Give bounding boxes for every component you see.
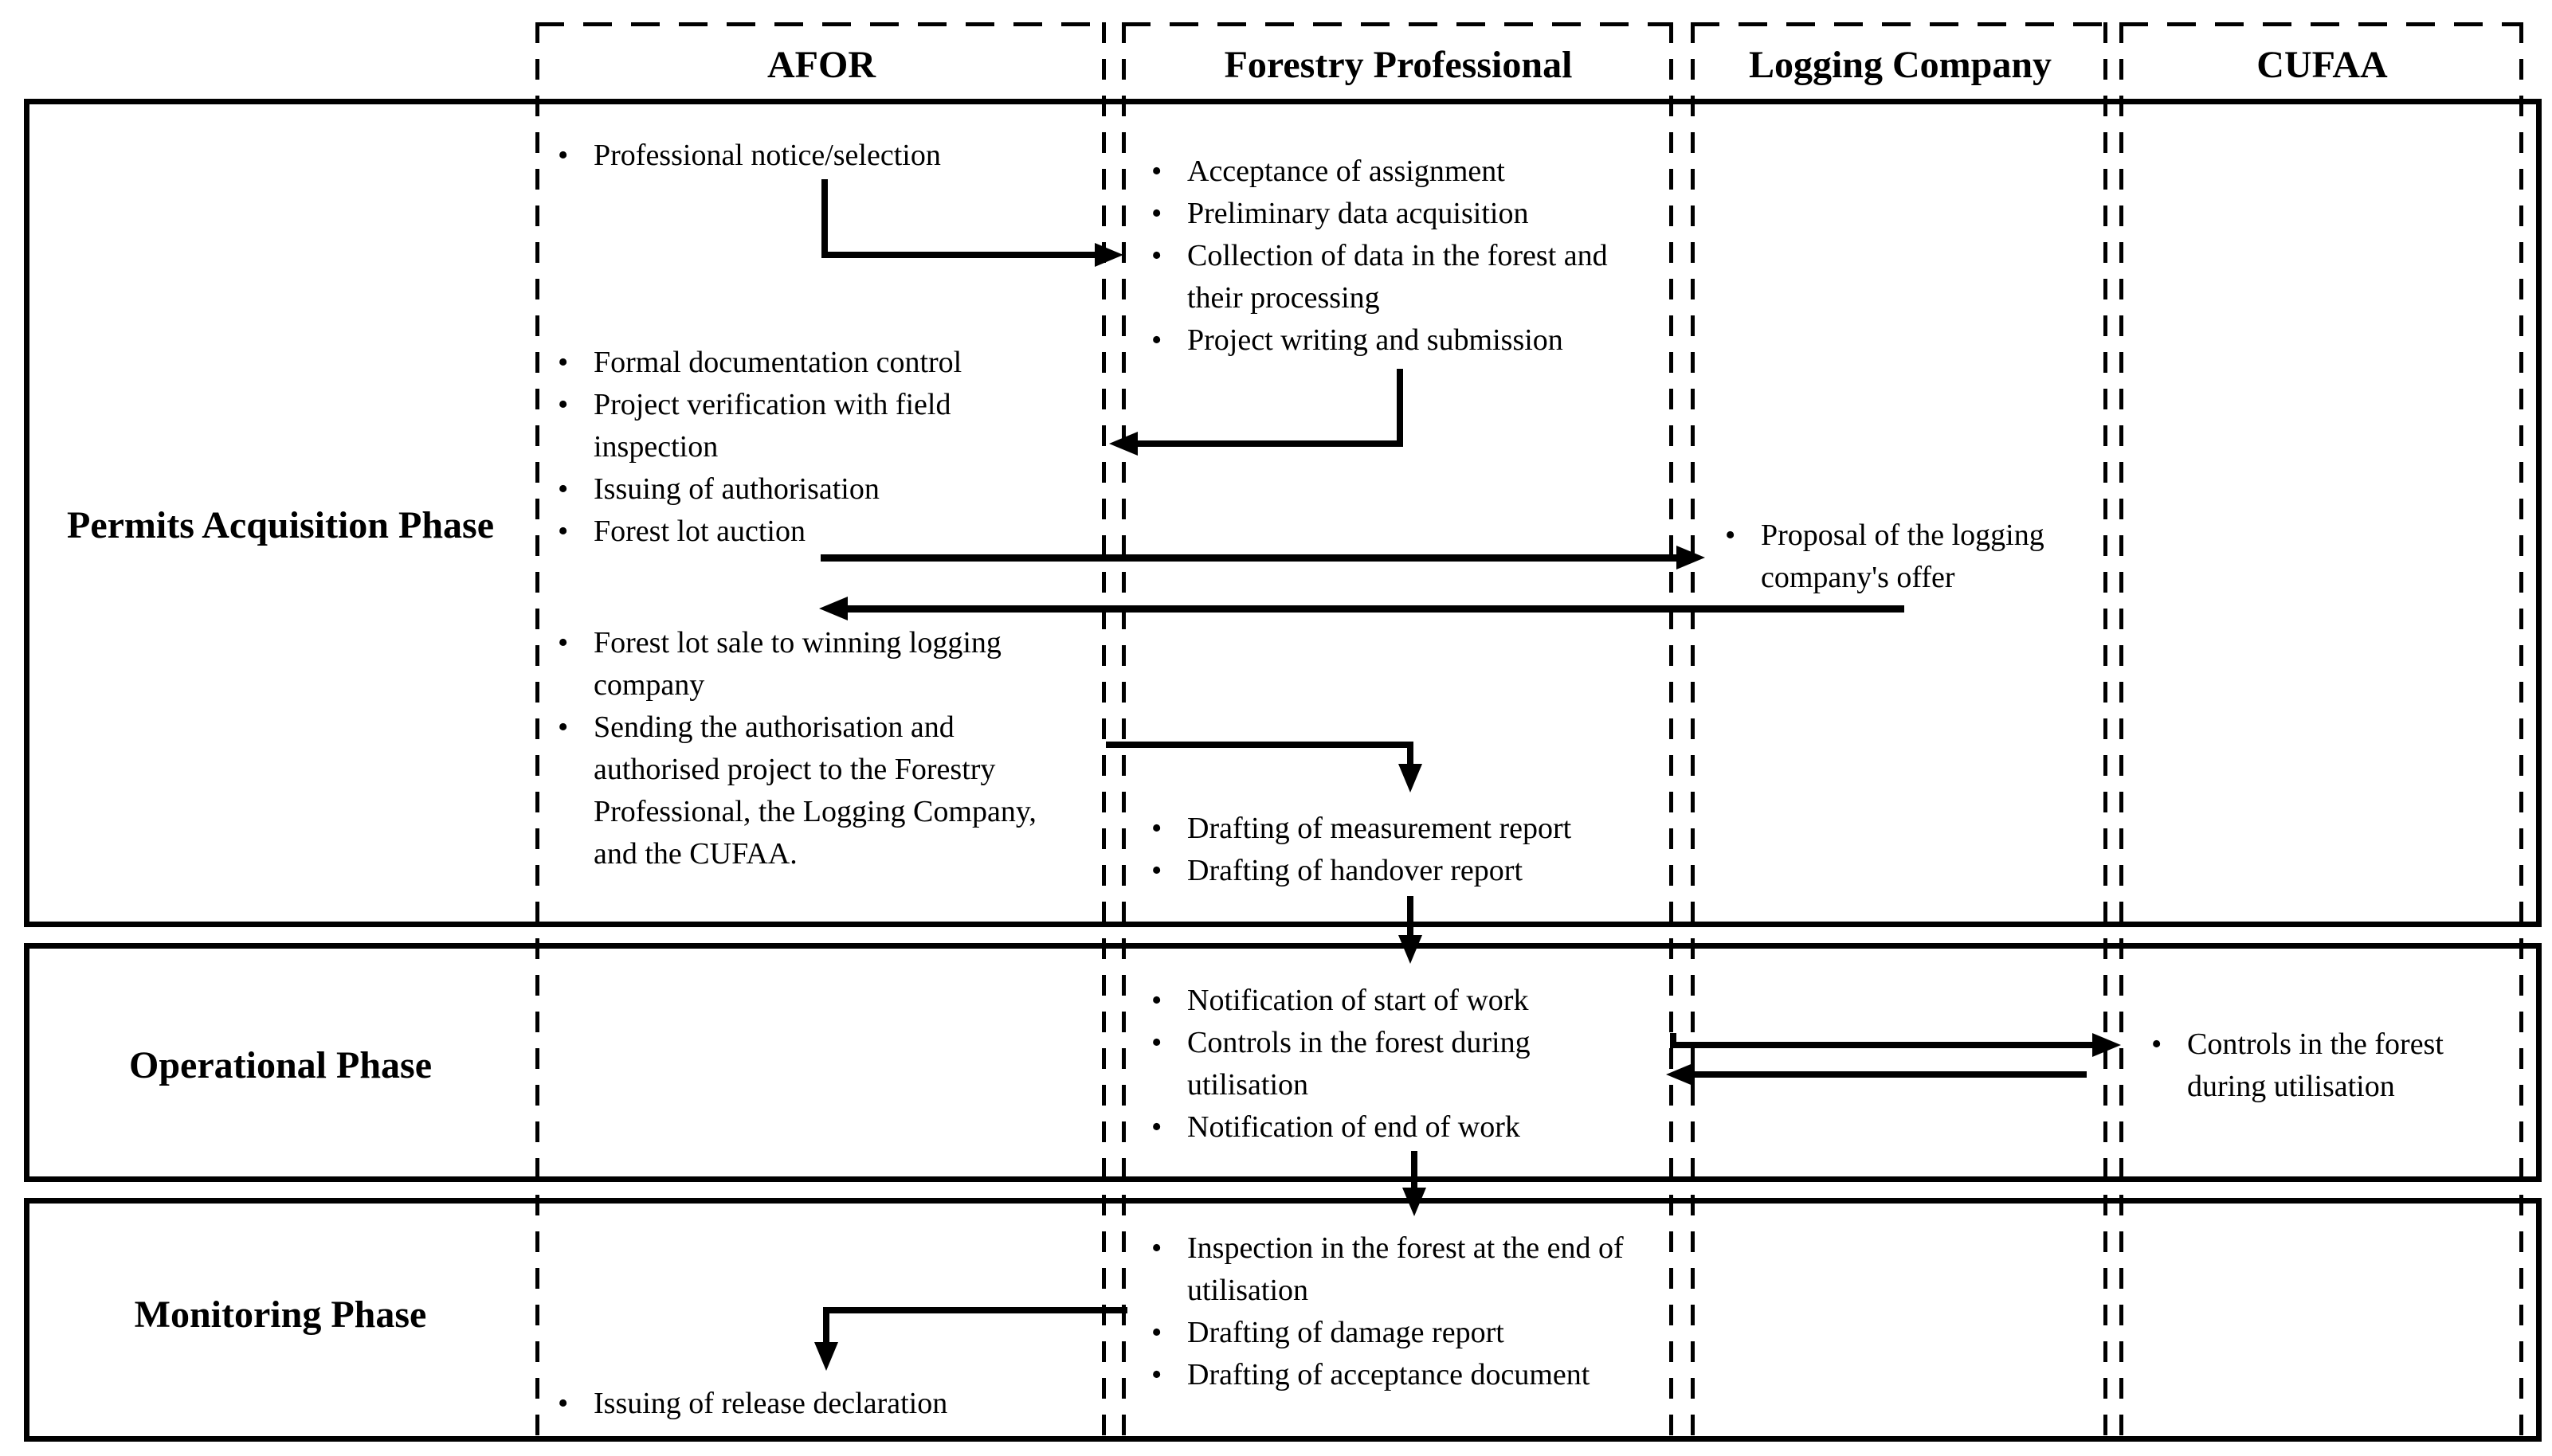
afor-controls-list: Formal documentation control Project ver… bbox=[550, 342, 1044, 553]
list-item: Notification of end of work bbox=[1143, 1106, 1653, 1149]
arrowhead-right-icon bbox=[1095, 243, 1123, 267]
arrowhead-left-icon bbox=[1666, 1063, 1695, 1086]
list-item: Issuing of authorisation bbox=[550, 468, 1044, 511]
list-item: Acceptance of assignment bbox=[1143, 151, 1653, 193]
arrow-offer-to-afor-segment bbox=[845, 605, 1904, 613]
list-item: Drafting of handover report bbox=[1143, 850, 1653, 892]
arrow-notice-to-fp-segment bbox=[821, 179, 828, 258]
fp-operational-list: Notification of start of work Controls i… bbox=[1143, 980, 1653, 1149]
column-header-cufaa: CUFAA bbox=[2256, 44, 2388, 86]
arrowhead-left-icon bbox=[819, 597, 848, 620]
list-item: Drafting of acceptance document bbox=[1143, 1354, 1653, 1396]
list-item: Professional notice/selection bbox=[550, 135, 1044, 177]
list-item: Notification of start of work bbox=[1143, 980, 1653, 1022]
arrowhead-down-icon bbox=[1398, 764, 1422, 793]
arrowhead-down-icon bbox=[1398, 935, 1422, 964]
arrowhead-right-icon bbox=[1676, 546, 1705, 569]
arrowhead-right-icon bbox=[2092, 1033, 2121, 1057]
list-item: Controls in the forest during utilisatio… bbox=[2143, 1024, 2522, 1108]
arrow-permits-to-operational-segment bbox=[1407, 896, 1413, 938]
arrow-controls-to-cufaa-segment bbox=[1670, 1042, 2092, 1048]
arrowhead-down-icon bbox=[1402, 1188, 1426, 1216]
phase-label-permits: Permits Acquisition Phase bbox=[67, 504, 494, 546]
arrow-sending-to-drafting-segment bbox=[1407, 742, 1413, 767]
arrow-inspection-to-release-segment bbox=[826, 1307, 1127, 1313]
list-item: Forest lot sale to winning logging compa… bbox=[550, 622, 1044, 706]
list-item: Sending the authorisation and authorised… bbox=[550, 706, 1044, 875]
afor-notice-list: Professional notice/selection bbox=[550, 135, 1044, 177]
list-item: Forest lot auction bbox=[550, 511, 1044, 553]
column-header-afor: AFOR bbox=[767, 44, 876, 86]
arrow-operational-to-monitoring-segment bbox=[1411, 1151, 1417, 1191]
logging-proposal-list: Proposal of the logging company's offer bbox=[1717, 515, 2099, 599]
lane-cufaa bbox=[2119, 22, 2523, 1442]
phase-label-operational: Operational Phase bbox=[129, 1044, 432, 1086]
list-item: Project verification with field inspecti… bbox=[550, 384, 1044, 468]
arrowhead-left-icon bbox=[1109, 432, 1138, 456]
arrow-cufaa-to-controls-segment bbox=[1692, 1071, 2087, 1078]
list-item: Controls in the forest during utilisatio… bbox=[1143, 1022, 1653, 1106]
afor-sale-list: Forest lot sale to winning logging compa… bbox=[550, 622, 1044, 875]
arrow-sending-to-drafting-segment bbox=[1106, 742, 1413, 748]
arrow-auction-to-logging-segment bbox=[821, 554, 1676, 562]
phase-label-monitoring: Monitoring Phase bbox=[134, 1294, 427, 1336]
arrow-project-to-afor-segment bbox=[1397, 369, 1403, 447]
arrowhead-down-icon bbox=[814, 1342, 838, 1371]
list-item: Preliminary data acquisition bbox=[1143, 193, 1653, 235]
arrow-inspection-to-release-segment bbox=[823, 1307, 829, 1345]
list-item: Formal documentation control bbox=[550, 342, 1044, 384]
list-item: Drafting of measurement report bbox=[1143, 808, 1653, 850]
list-item: Project writing and submission bbox=[1143, 319, 1653, 362]
fp-assignment-list: Acceptance of assignment Preliminary dat… bbox=[1143, 151, 1653, 362]
column-header-forestry-professional: Forestry Professional bbox=[1224, 44, 1573, 86]
cufaa-controls-list: Controls in the forest during utilisatio… bbox=[2143, 1024, 2522, 1108]
lane-logging-company bbox=[1691, 22, 2107, 1442]
list-item: Proposal of the logging company's offer bbox=[1717, 515, 2099, 599]
arrow-controls-to-cufaa-segment bbox=[1670, 1033, 1676, 1048]
list-item: Drafting of damage report bbox=[1143, 1312, 1653, 1354]
afor-release-list: Issuing of release declaration bbox=[550, 1383, 1044, 1425]
list-item: Issuing of release declaration bbox=[550, 1383, 1044, 1425]
list-item: Inspection in the forest at the end of u… bbox=[1143, 1227, 1653, 1312]
fp-monitoring-list: Inspection in the forest at the end of u… bbox=[1143, 1227, 1653, 1396]
column-header-logging-company: Logging Company bbox=[1748, 44, 2052, 86]
fp-drafting-list: Drafting of measurement report Drafting … bbox=[1143, 808, 1653, 892]
arrow-project-to-afor-segment bbox=[1138, 440, 1403, 447]
arrow-notice-to-fp-segment bbox=[821, 252, 1095, 258]
list-item: Collection of data in the forest and the… bbox=[1143, 235, 1653, 319]
